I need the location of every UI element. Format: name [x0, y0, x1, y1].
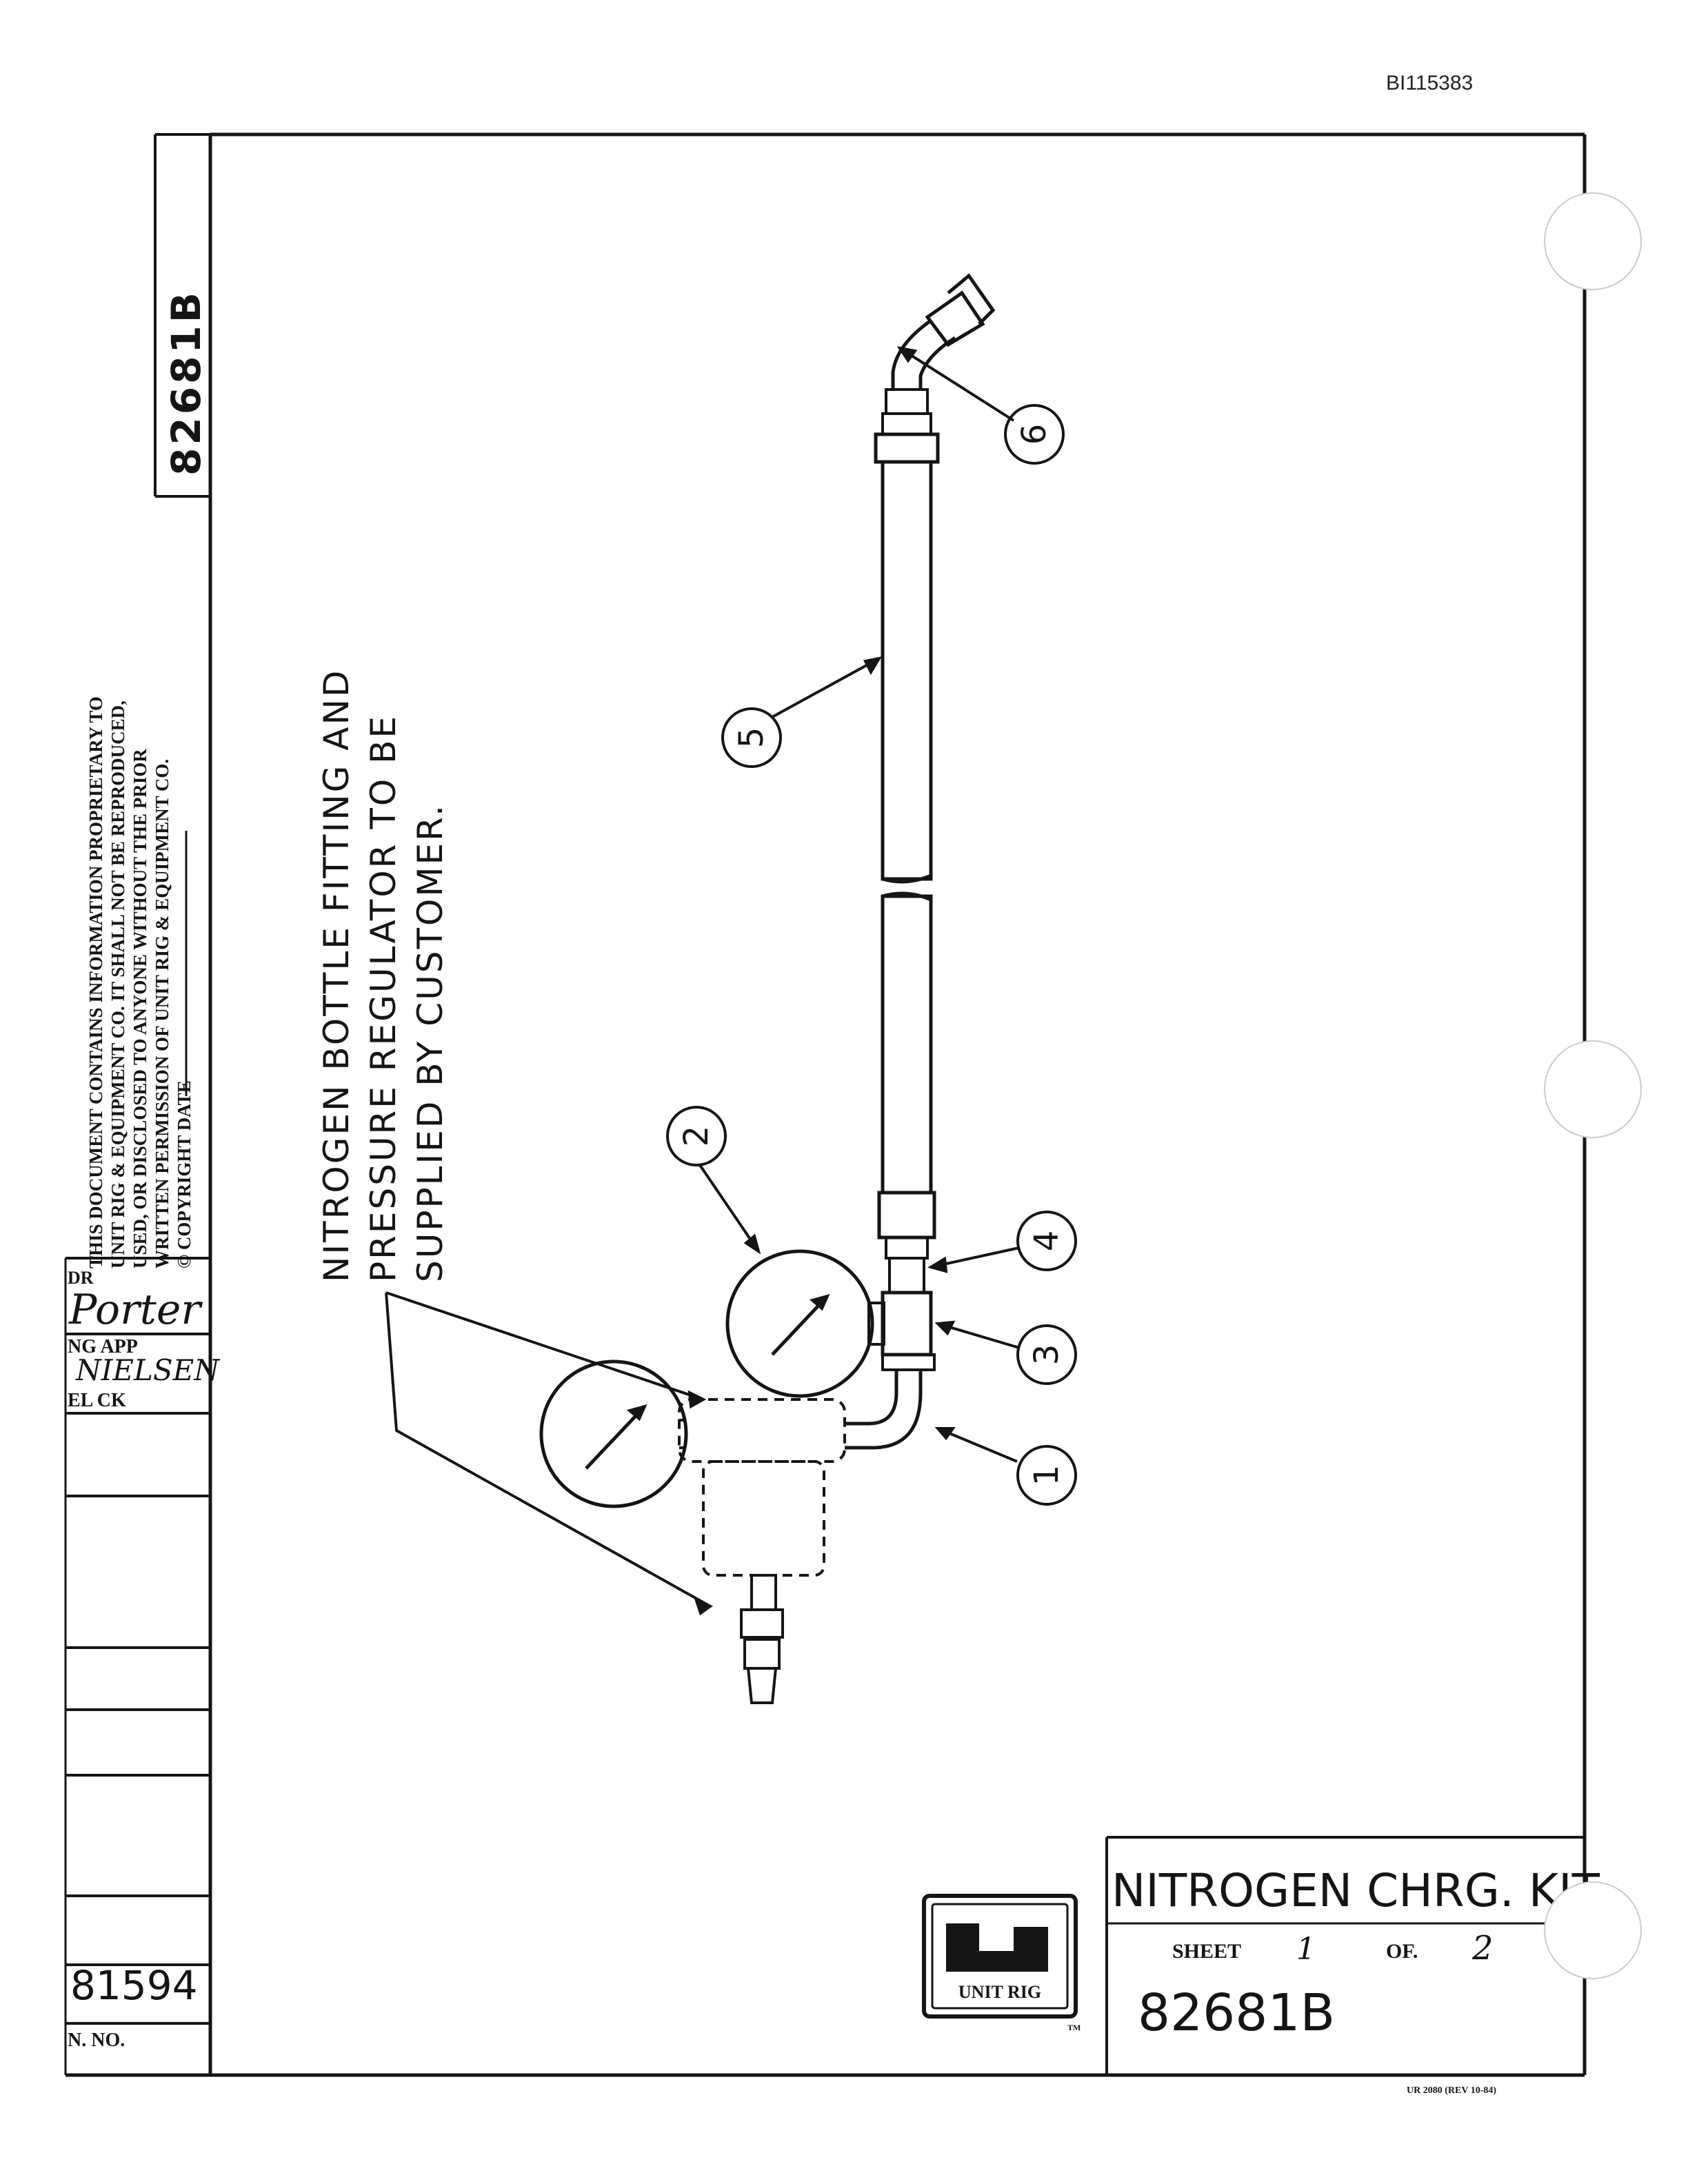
dr-label: DR	[68, 1268, 94, 1288]
notice-line-4: WRITTEN PERMISSION OF UNIT RIG & EQUIPME…	[152, 759, 172, 1268]
svg-text:3: 3	[1027, 1344, 1066, 1366]
part-number-label: N. NO.	[68, 2030, 125, 2051]
drawing-title: NITROGEN CHRG. KIT	[1112, 1864, 1600, 1917]
sheet-total: 2	[1471, 1929, 1494, 1968]
svg-text:6: 6	[1015, 424, 1054, 445]
notice-line-5: © COPYRIGHT DATE	[174, 1080, 194, 1268]
svg-text:5: 5	[732, 727, 771, 749]
sheet-label: SHEET	[1172, 1940, 1241, 1963]
dr-signature: Porter	[68, 1286, 203, 1334]
notice-line-1: THIS DOCUMENT CONTAINS INFORMATION PROPR…	[86, 696, 106, 1268]
proprietary-notice: THIS DOCUMENT CONTAINS INFORMATION PROPR…	[86, 696, 194, 1268]
note-line-2: PRESSURE REGULATOR TO BE	[363, 714, 403, 1282]
title-block	[1105, 1836, 1585, 2075]
pressure-gauge	[725, 1249, 874, 1398]
part-number-value: 81594	[70, 1962, 198, 2009]
svg-text:1: 1	[1027, 1465, 1066, 1486]
el-ck-label: EL CK	[68, 1390, 126, 1411]
balloon-5: 5	[721, 707, 782, 768]
document-id: BI115383	[1386, 72, 1474, 94]
svg-text:2: 2	[677, 1126, 716, 1147]
unit-rig-logo: UNIT RIG TM	[922, 1894, 1081, 2032]
assembly-drawing	[539, 273, 996, 1704]
note-leaders	[385, 1291, 714, 1616]
of-label: OF.	[1386, 1940, 1418, 1963]
balloon-6: 6	[1004, 404, 1065, 465]
logo-tm: TM	[1067, 2023, 1081, 2032]
approval-block: DR Porter NG APP NIELSEN EL CK	[68, 1268, 220, 1411]
drawing-number: 82681B	[1138, 1983, 1335, 2043]
regulator-gauge	[539, 1359, 688, 1508]
regulator-body	[678, 1398, 846, 1463]
balloon-3: 3	[1016, 1324, 1077, 1385]
eng-app-label: NG APP	[68, 1336, 138, 1357]
eng-app-signature: NIELSEN	[75, 1353, 220, 1387]
regulator-bottle-fitting	[702, 1460, 825, 1577]
notice-line-2: UNIT RIG & EQUIPMENT CO. IT SHALL NOT BE…	[108, 700, 128, 1268]
svg-text:4: 4	[1027, 1231, 1066, 1252]
side-drawing-number: 82681B	[163, 290, 210, 476]
notice-line-3: USED, OR DISCLOSED TO ANYONE WITHOUT THE…	[130, 749, 150, 1268]
balloon-leaders	[699, 346, 1020, 1463]
hose-lower	[881, 894, 933, 1195]
balloon-2: 2	[666, 1106, 727, 1166]
punch-holes	[1544, 192, 1642, 1979]
balloon-4: 4	[1016, 1211, 1077, 1271]
logo-text: UNIT RIG	[958, 1982, 1041, 2002]
hose-upper	[881, 460, 933, 881]
note-line-1: NITROGEN BOTTLE FITTING AND	[316, 669, 356, 1282]
sheet-number: 1	[1296, 1932, 1316, 1967]
customer-supply-note: NITROGEN BOTTLE FITTING AND PRESSURE REG…	[316, 669, 450, 1282]
balloon-1: 1	[1016, 1445, 1077, 1506]
note-line-3: SUPPLIED BY CUSTOMER.	[410, 803, 450, 1282]
part-number-block: 81594 N. NO.	[68, 1962, 198, 2051]
form-number: UR 2080 (REV 10-84)	[1407, 2085, 1496, 2096]
drawing-border	[64, 132, 1587, 2077]
